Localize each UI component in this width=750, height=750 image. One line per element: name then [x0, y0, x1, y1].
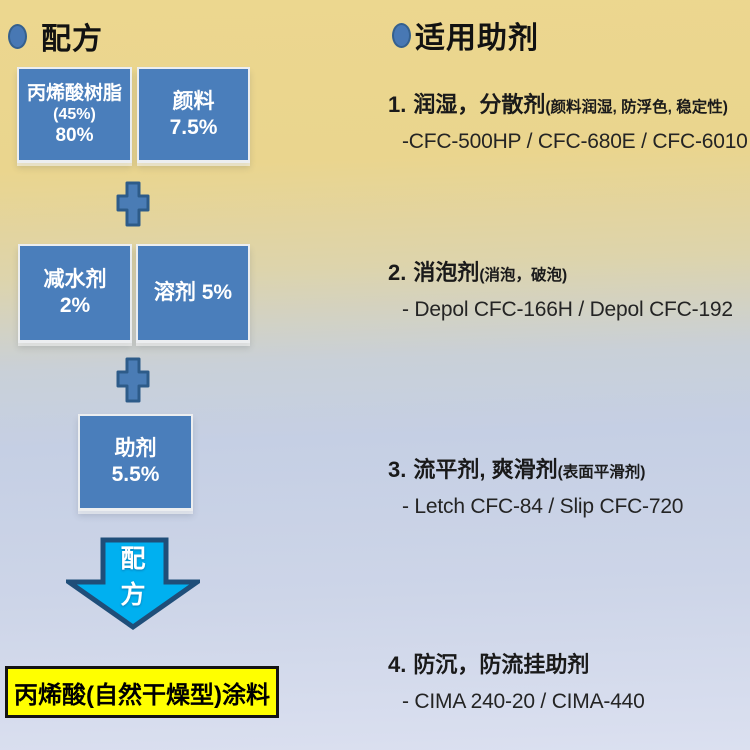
arrow-label: 配 方 — [66, 541, 200, 613]
formula-section-title: 配方 — [41, 23, 103, 56]
item-number: 2. — [388, 260, 407, 285]
solvent-box: 溶剂 5% — [136, 244, 250, 343]
item-products: - Depol CFC-166H / Depol CFC-192 — [402, 298, 733, 321]
plus-icon — [116, 181, 150, 227]
item-note: (表面平滑剂) — [557, 464, 646, 481]
pigment-box-name: 颜料 — [172, 89, 215, 113]
item-title: 消泡剂 — [413, 260, 480, 285]
additive-item-wetting-dispersing: 1.润湿，分散剂(颜料润湿, 防浮色, 稳定性) -CFC-500HP / CF… — [388, 90, 748, 156]
item-number: 3. — [388, 457, 407, 482]
additive-item-title-line: 4.防沉，防流挂助剂 — [388, 650, 645, 683]
item-title: 润湿，分散剂 — [413, 92, 546, 117]
result-label: 丙烯酸(自然干燥型)涂料 — [14, 681, 270, 709]
water-reducer-box-percent: 2% — [59, 294, 91, 317]
formula-section-header: 配方 — [8, 14, 103, 58]
additive-box: 助剂 5.5% — [78, 414, 193, 511]
item-title: 流平剂, 爽滑剂 — [413, 457, 558, 482]
item-note: (消泡，破泡) — [479, 267, 568, 284]
bullet-icon — [392, 22, 411, 48]
resin-box-name: 丙烯酸树脂 — [26, 82, 122, 104]
additives-section-title: 适用助剂 — [415, 22, 539, 55]
item-title: 防沉，防流挂助剂 — [413, 652, 590, 677]
resin-box-percent: 80% — [55, 125, 94, 147]
additive-item-title-line: 1.润湿，分散剂(颜料润湿, 防浮色, 稳定性) — [388, 90, 748, 123]
bullet-icon — [8, 23, 27, 49]
result-box: 丙烯酸(自然干燥型)涂料 — [5, 666, 279, 718]
resin-box: 丙烯酸树脂 (45%) 80% — [17, 67, 132, 163]
additive-box-percent: 5.5% — [111, 463, 160, 486]
item-products: -CFC-500HP / CFC-680E / CFC-6010 — [402, 130, 748, 153]
resin-box-concentration: (45%) — [53, 105, 96, 123]
item-products: - CIMA 240-20 / CIMA-440 — [402, 690, 645, 713]
item-number: 1. — [388, 92, 407, 117]
plus-icon — [116, 357, 150, 403]
item-note: (颜料润湿, 防浮色, 稳定性) — [545, 99, 728, 116]
arrow-label-char-2: 方 — [120, 581, 146, 609]
additive-box-name: 助剂 — [114, 437, 157, 461]
down-arrow-icon — [61, 537, 205, 632]
water-reducer-box-name: 减水剂 — [43, 268, 107, 292]
arrow-label-char-1: 配 — [120, 545, 146, 573]
item-products: - Letch CFC-84 / Slip CFC-720 — [402, 495, 684, 518]
solvent-box-label: 溶剂 5% — [153, 281, 233, 305]
additive-item-leveling-slip: 3.流平剂, 爽滑剂(表面平滑剂) - Letch CFC-84 / Slip … — [388, 455, 683, 521]
item-number: 4. — [388, 652, 407, 677]
additives-section-header: 适用助剂 — [392, 13, 539, 57]
pigment-box-percent: 7.5% — [169, 115, 218, 139]
additive-item-defoamer: 2.消泡剂(消泡，破泡) - Depol CFC-166H / Depol CF… — [388, 258, 733, 324]
pigment-box: 颜料 7.5% — [137, 67, 250, 163]
additive-item-title-line: 3.流平剂, 爽滑剂(表面平滑剂) — [388, 455, 683, 488]
additive-item-antisettling-antisag: 4.防沉，防流挂助剂 - CIMA 240-20 / CIMA-440 — [388, 650, 645, 716]
additive-item-title-line: 2.消泡剂(消泡，破泡) — [388, 258, 733, 291]
water-reducer-box: 减水剂 2% — [18, 244, 132, 343]
